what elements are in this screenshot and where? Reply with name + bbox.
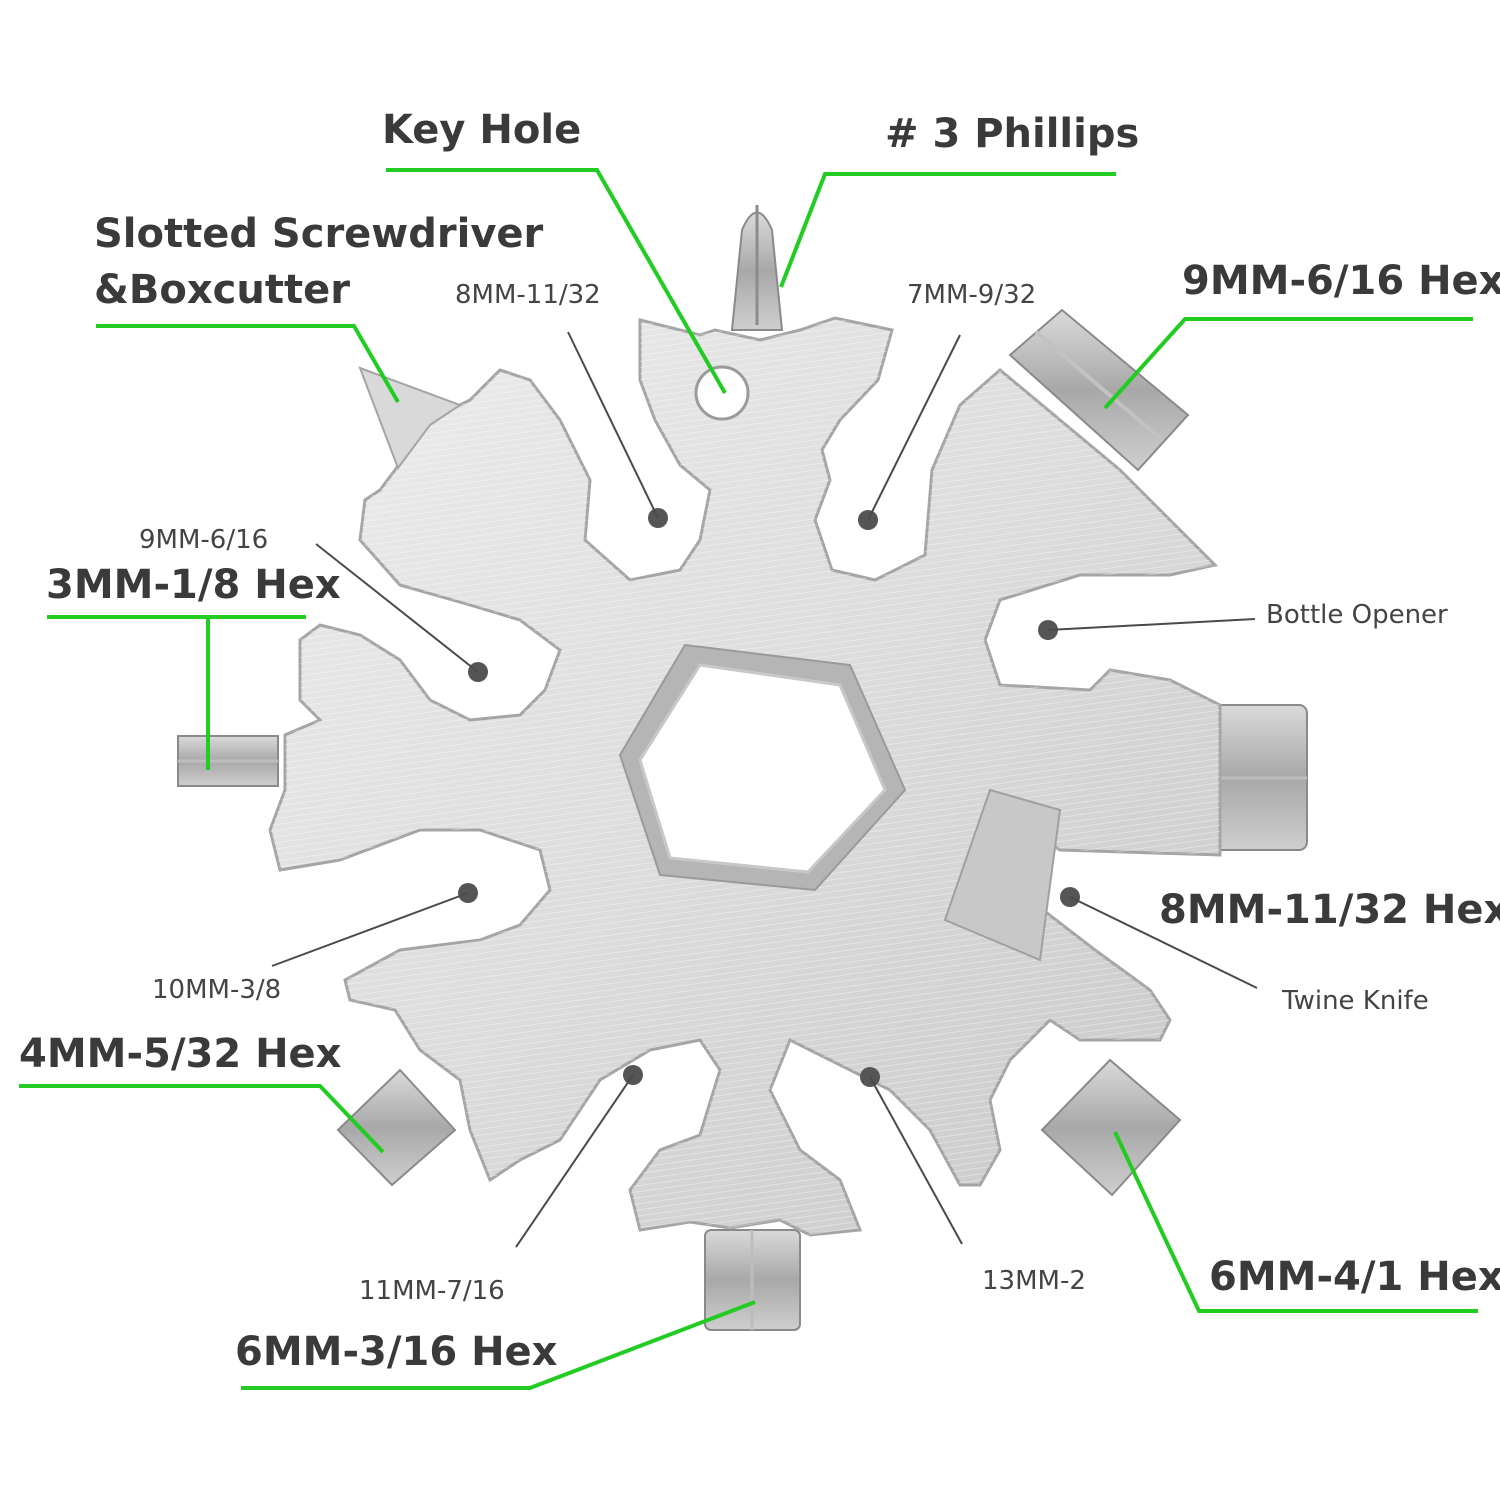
hex-bit-6mm-bottom — [704, 1229, 801, 1331]
hex-bit-3mm — [177, 735, 279, 787]
leader-slotted — [96, 324, 400, 404]
leader-9mm-wrench — [315, 543, 479, 673]
label-9mm-wrench: 9MM-6/16 — [139, 525, 268, 555]
label-11mm-wrench: 11MM-7/16 — [359, 1276, 505, 1306]
label-8mm-wrench: 8MM-11/32 — [455, 280, 601, 310]
label-slotted-line2: &Boxcutter — [94, 267, 350, 313]
label-3mm-hex: 3MM-1/8 Hex — [46, 562, 341, 608]
leader-key-hole — [386, 168, 727, 394]
leader-9mm-hex-top — [1103, 317, 1473, 410]
leader-6mm-hex-right — [1113, 1131, 1478, 1313]
leader-13mm-wrench — [869, 1076, 963, 1245]
label-7mm-wrench: 7MM-9/32 — [907, 280, 1036, 310]
label-twine-knife: Twine Knife — [1281, 986, 1429, 1016]
leader-6mm-hex-bottom — [241, 1300, 756, 1390]
label-4mm-hex: 4MM-5/32 Hex — [19, 1031, 342, 1077]
leader-11mm-wrench — [515, 1074, 634, 1248]
label-13mm-wrench: 13MM-2 — [982, 1266, 1086, 1296]
hex-bit-9mm-top — [1008, 308, 1190, 472]
leader-phillips — [779, 172, 1116, 288]
key-hole — [694, 365, 750, 421]
leader-8mm-wrench — [567, 331, 659, 519]
twine-knife-slot — [943, 788, 1062, 962]
hex-bit-6mm-right — [1040, 1058, 1182, 1197]
label-10mm-wrench: 10MM-3/8 — [152, 975, 281, 1005]
label-6mm-hex-bottom: 6MM-3/16 Hex — [235, 1329, 558, 1375]
label-6mm-hex-right: 6MM-4/1 Hex — [1209, 1254, 1500, 1300]
label-phillips: # 3 Phillips — [885, 111, 1139, 157]
center-hex-opening — [618, 643, 907, 892]
leader-10mm-wrench — [271, 892, 469, 967]
leader-twine-knife — [1069, 896, 1258, 989]
label-slotted-line1: Slotted Screwdriver — [94, 211, 544, 257]
label-9mm-hex-top: 9MM-6/16 Hex — [1182, 258, 1500, 304]
label-8mm-hex-right: 8MM-11/32 Hex — [1159, 887, 1500, 933]
leader-7mm-wrench — [867, 334, 961, 521]
leader-4mm-hex — [19, 1084, 385, 1154]
phillips-bit — [730, 205, 784, 331]
hex-bit-4mm — [336, 1068, 457, 1187]
label-bottle-opener: Bottle Opener — [1266, 600, 1448, 630]
label-key-hole: Key Hole — [382, 107, 581, 153]
slotted-blade — [358, 366, 463, 471]
hex-bit-8mm-right — [1214, 704, 1308, 851]
leader-bottle-opener — [1047, 618, 1256, 631]
